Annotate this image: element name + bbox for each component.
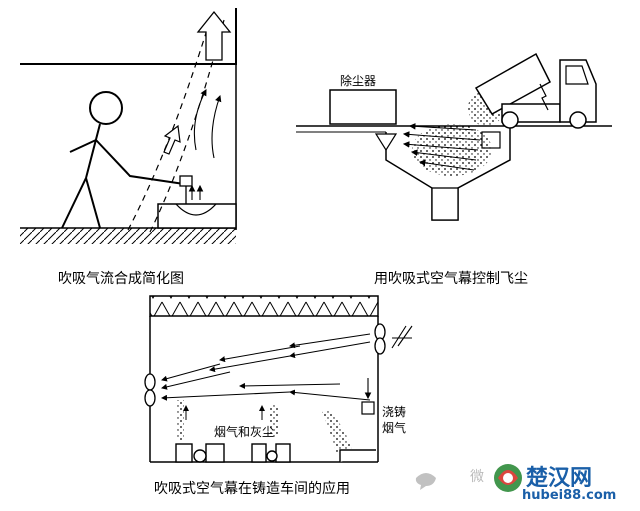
watermark-source: 微 (470, 469, 484, 485)
figure1-tank (157, 203, 237, 229)
figure3-pouring-label-2: 烟气 (382, 420, 406, 435)
figure3-exhaust-fans (144, 323, 386, 407)
figure3-furnaces (175, 443, 376, 463)
figure1-worker (61, 91, 193, 229)
figure2-dump-truck (474, 52, 597, 129)
figure1-supply-arrow (163, 124, 181, 155)
wechat-icon (415, 473, 436, 490)
figure2-dust-control-diagram: 除尘器 (296, 52, 612, 221)
figure3-roof-truss (149, 295, 379, 317)
figure1-floor (20, 228, 236, 244)
watermark-site-url: hubei88.com (522, 488, 617, 503)
figure1-exhaust-arrow (196, 10, 232, 61)
figure1-caption: 吹吸气流合成简化图 (58, 271, 184, 287)
figure1-blow-suction-diagram (20, 8, 237, 244)
figure3-smoke-label: 烟气和灰尘 (214, 424, 274, 439)
figure2-caption: 用吹吸式空气幕控制飞尘 (374, 271, 528, 287)
figure2-collector-label: 除尘器 (340, 73, 376, 88)
figure3-caption: 吹吸式空气幕在铸造车间的应用 (154, 481, 350, 497)
figure2-dust-collector (329, 89, 397, 125)
watermark-site-name: 楚汉网 (526, 466, 593, 491)
watermark-logo (415, 464, 522, 492)
figure3-pouring-label-1: 浇铸 (382, 404, 406, 419)
figure3-foundry-diagram: 烟气和灰尘 浇铸 烟气 (144, 295, 413, 463)
figure1-wall (20, 8, 237, 65)
